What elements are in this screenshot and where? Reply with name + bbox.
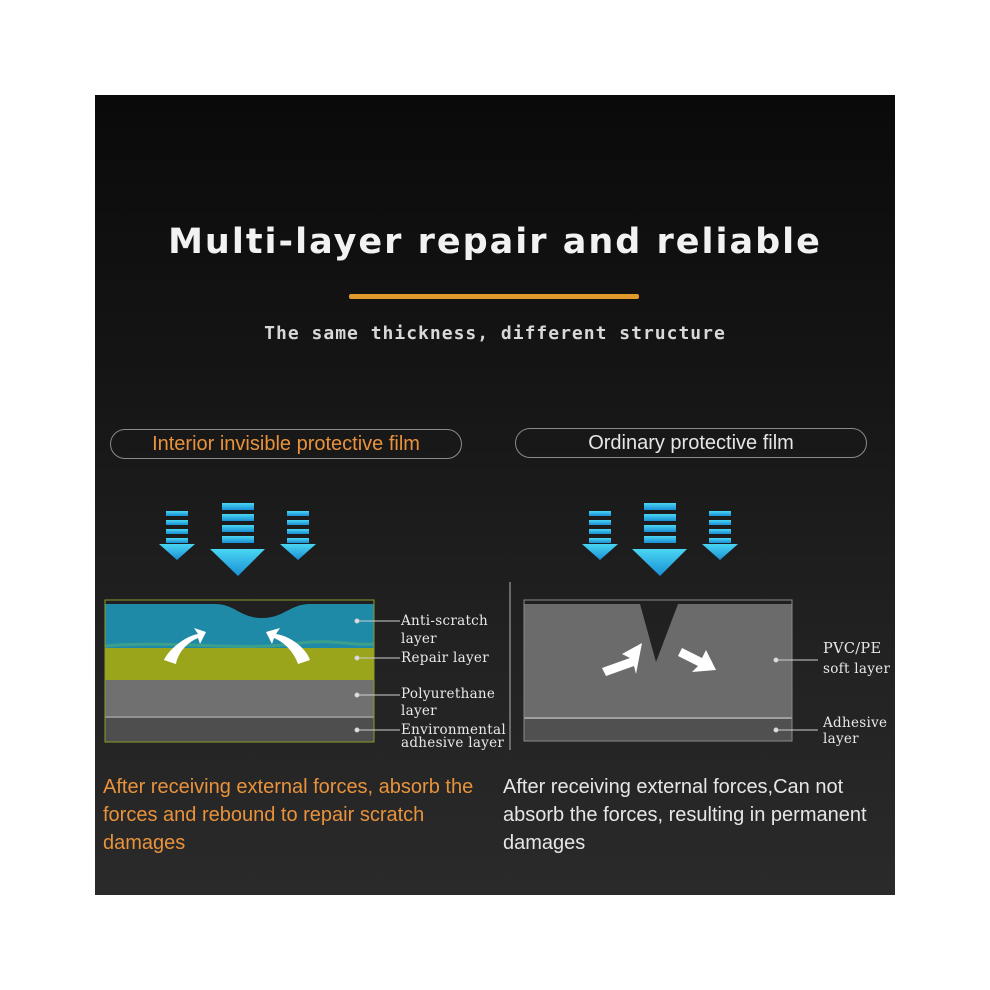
right-leader-lines	[773, 657, 818, 733]
left-heading-pill: Interior invisible protective film	[110, 429, 462, 459]
left-description: After receiving external forces, absorb …	[103, 776, 474, 854]
label-polyurethane: Polyurethane	[401, 686, 496, 702]
pressure-arrow-icon	[280, 511, 316, 560]
pressure-arrow-icon	[210, 503, 265, 576]
right-film-diagram	[523, 599, 793, 742]
label-soft-layer: soft layer	[823, 661, 891, 677]
pressure-arrow-icon	[702, 511, 738, 560]
pvc-pe-soft-layer	[524, 604, 792, 717]
label-anti-scratch-2: layer	[401, 631, 437, 647]
label-adhesive-right-2: layer	[823, 731, 859, 747]
repair-layer	[105, 648, 374, 680]
polyurethane-layer	[105, 680, 374, 716]
subtitle: The same thickness, different structure	[264, 323, 726, 344]
environmental-adhesive-layer	[105, 718, 374, 742]
right-description: After receiving external forces,Can not …	[503, 776, 867, 854]
label-repair: Repair layer	[401, 650, 489, 666]
rebound-arrow-icon	[266, 628, 310, 664]
label-adhesive-right: Adhesive	[823, 715, 888, 731]
title-underline	[349, 294, 639, 299]
infographic-panel	[95, 95, 895, 895]
anti-scratch-layer	[105, 604, 374, 648]
rebound-arrow-icon	[164, 628, 206, 664]
page-title: Multi-layer repair and reliable	[168, 222, 822, 262]
label-anti-scratch: Anti-scratch	[401, 613, 489, 629]
layer-boundary	[104, 640, 375, 648]
pressure-arrow-icon	[632, 503, 687, 576]
push-arrow-icon	[678, 648, 716, 672]
pressure-arrow-icon	[582, 511, 618, 560]
adhesive-layer	[524, 719, 792, 741]
left-film-diagram	[104, 599, 375, 743]
left-leader-lines	[354, 618, 400, 733]
push-arrow-icon	[602, 643, 642, 676]
label-polyurethane-2: layer	[401, 703, 437, 719]
label-environmental: Environmental	[401, 722, 506, 738]
label-pvc-pe: PVC/PE	[823, 641, 882, 657]
pressure-arrow-icon	[159, 511, 195, 560]
label-adhesive: adhesive layer	[401, 735, 505, 751]
right-heading-pill: Ordinary protective film	[515, 428, 867, 458]
